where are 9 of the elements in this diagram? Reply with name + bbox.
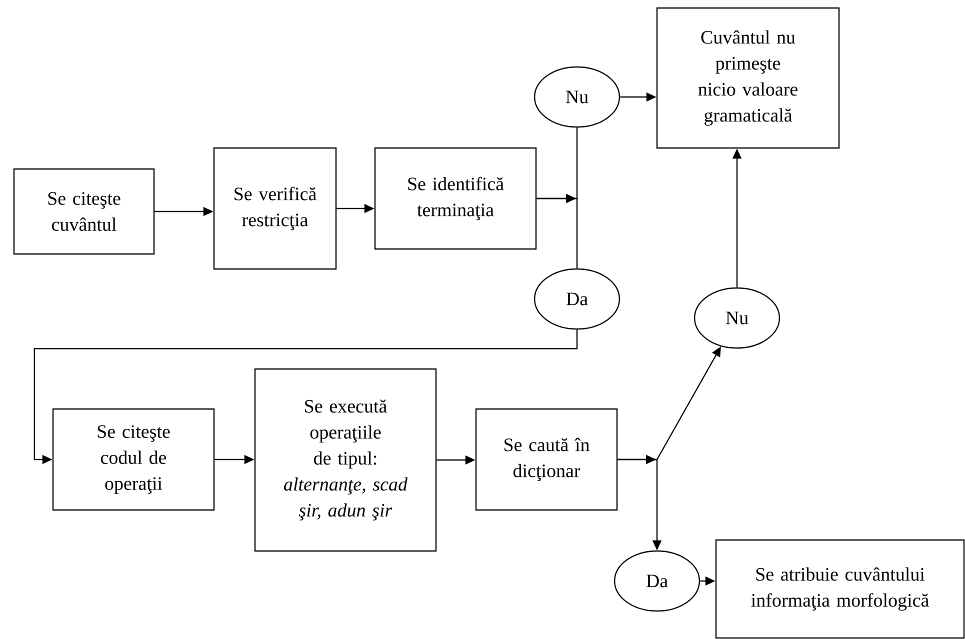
result-box: Se atribuie cuvântului informaţia morfologică: [715, 539, 965, 639]
process-box: Se verifică restricţia: [213, 147, 337, 270]
process-box: Se citeşte codul de operaţii: [52, 408, 215, 511]
process-box: Se citeşte cuvântul: [13, 168, 155, 255]
process-box: Se execută operaţiile de tipul: alternanţe, scad şir, adun şir: [254, 368, 437, 552]
arrow: [536, 194, 578, 268]
process-box: Se identifică terminaţia: [374, 147, 537, 250]
process-box: Se caută în dicţionar: [475, 408, 618, 511]
result-box: Cuvântul nu primeşte nicio valoare gramaticală: [656, 7, 840, 149]
